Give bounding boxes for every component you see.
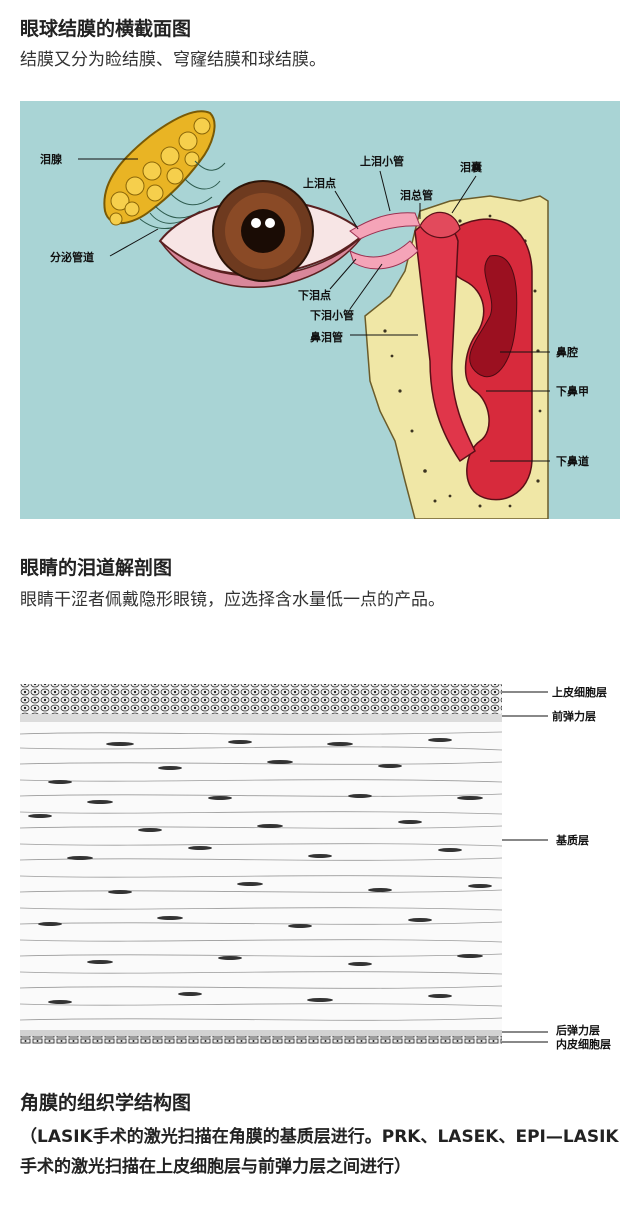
eye xyxy=(158,180,367,288)
leader-lines xyxy=(78,158,550,462)
label-lower-canaliculus: 下泪小管 xyxy=(310,308,354,322)
label-inferior-meatus: 下鼻道 xyxy=(556,454,589,468)
section3-title: 角膜的组织学结构图 xyxy=(20,1092,192,1114)
lacrimal-gland xyxy=(103,110,216,226)
excretory-ducts xyxy=(139,160,226,229)
label-common-canaliculus: 泪总管 xyxy=(400,188,433,202)
label-upper-canaliculus: 上泪小管 xyxy=(360,154,404,168)
endothelium-layer xyxy=(20,1036,502,1044)
descemet-layer xyxy=(20,1030,502,1036)
label-lacrimal-sac: 泪囊 xyxy=(460,160,483,174)
cornea-leader-lines xyxy=(502,691,548,1043)
bowman-layer xyxy=(20,714,502,722)
label-lower-punctum: 下泪点 xyxy=(298,288,331,302)
upper-canaliculus-duct xyxy=(349,212,421,240)
section2-text: 眼睛干涩者佩戴隐形眼镜，应选择含水量低一点的产品。 xyxy=(20,590,445,610)
stroma-fibers xyxy=(20,731,503,1021)
inferior-turbinate-shape xyxy=(469,255,518,378)
label-descemet: 后弹力层 xyxy=(556,1023,600,1037)
label-nasolacrimal-duct: 鼻泪管 xyxy=(310,330,343,344)
label-bowman: 前弹力层 xyxy=(552,709,596,723)
section3-caption: （LASIK手术的激光扫描在角膜的基质层进行。PRK、LASEK、EPI—LAS… xyxy=(20,1127,619,1177)
keratocytes xyxy=(28,738,492,1004)
cornea-layers-figure: 上皮细胞层 前弹力层 基质层 后弹力层 内皮细胞层 xyxy=(20,684,611,1051)
lacrimal-sac xyxy=(419,211,461,239)
section1-title: 眼球结膜的横截面图 xyxy=(20,18,192,40)
label-endothelium: 内皮细胞层 xyxy=(556,1037,611,1051)
label-epithelium: 上皮细胞层 xyxy=(552,685,607,699)
label-excretory-ducts: 分泌管道 xyxy=(50,250,94,264)
section1-text: 结膜又分为睑结膜、穹窿结膜和球结膜。 xyxy=(20,50,326,70)
label-nasal-cavity: 鼻腔 xyxy=(556,345,578,359)
lower-canaliculus-duct xyxy=(349,240,419,270)
lacrimal-anatomy-figure: 泪腺 分泌管道 上泪点 上泪小管 泪囊 泪总管 下泪点 下泪小管 鼻泪管 鼻腔 … xyxy=(20,101,620,519)
label-inferior-turbinate: 下鼻甲 xyxy=(556,384,589,398)
section2-title: 眼睛的泪道解剖图 xyxy=(20,557,173,579)
label-stroma: 基质层 xyxy=(555,833,589,847)
label-lacrimal-gland: 泪腺 xyxy=(40,152,63,166)
label-upper-punctum: 上泪点 xyxy=(303,176,336,190)
epithelium-layer xyxy=(20,684,502,714)
